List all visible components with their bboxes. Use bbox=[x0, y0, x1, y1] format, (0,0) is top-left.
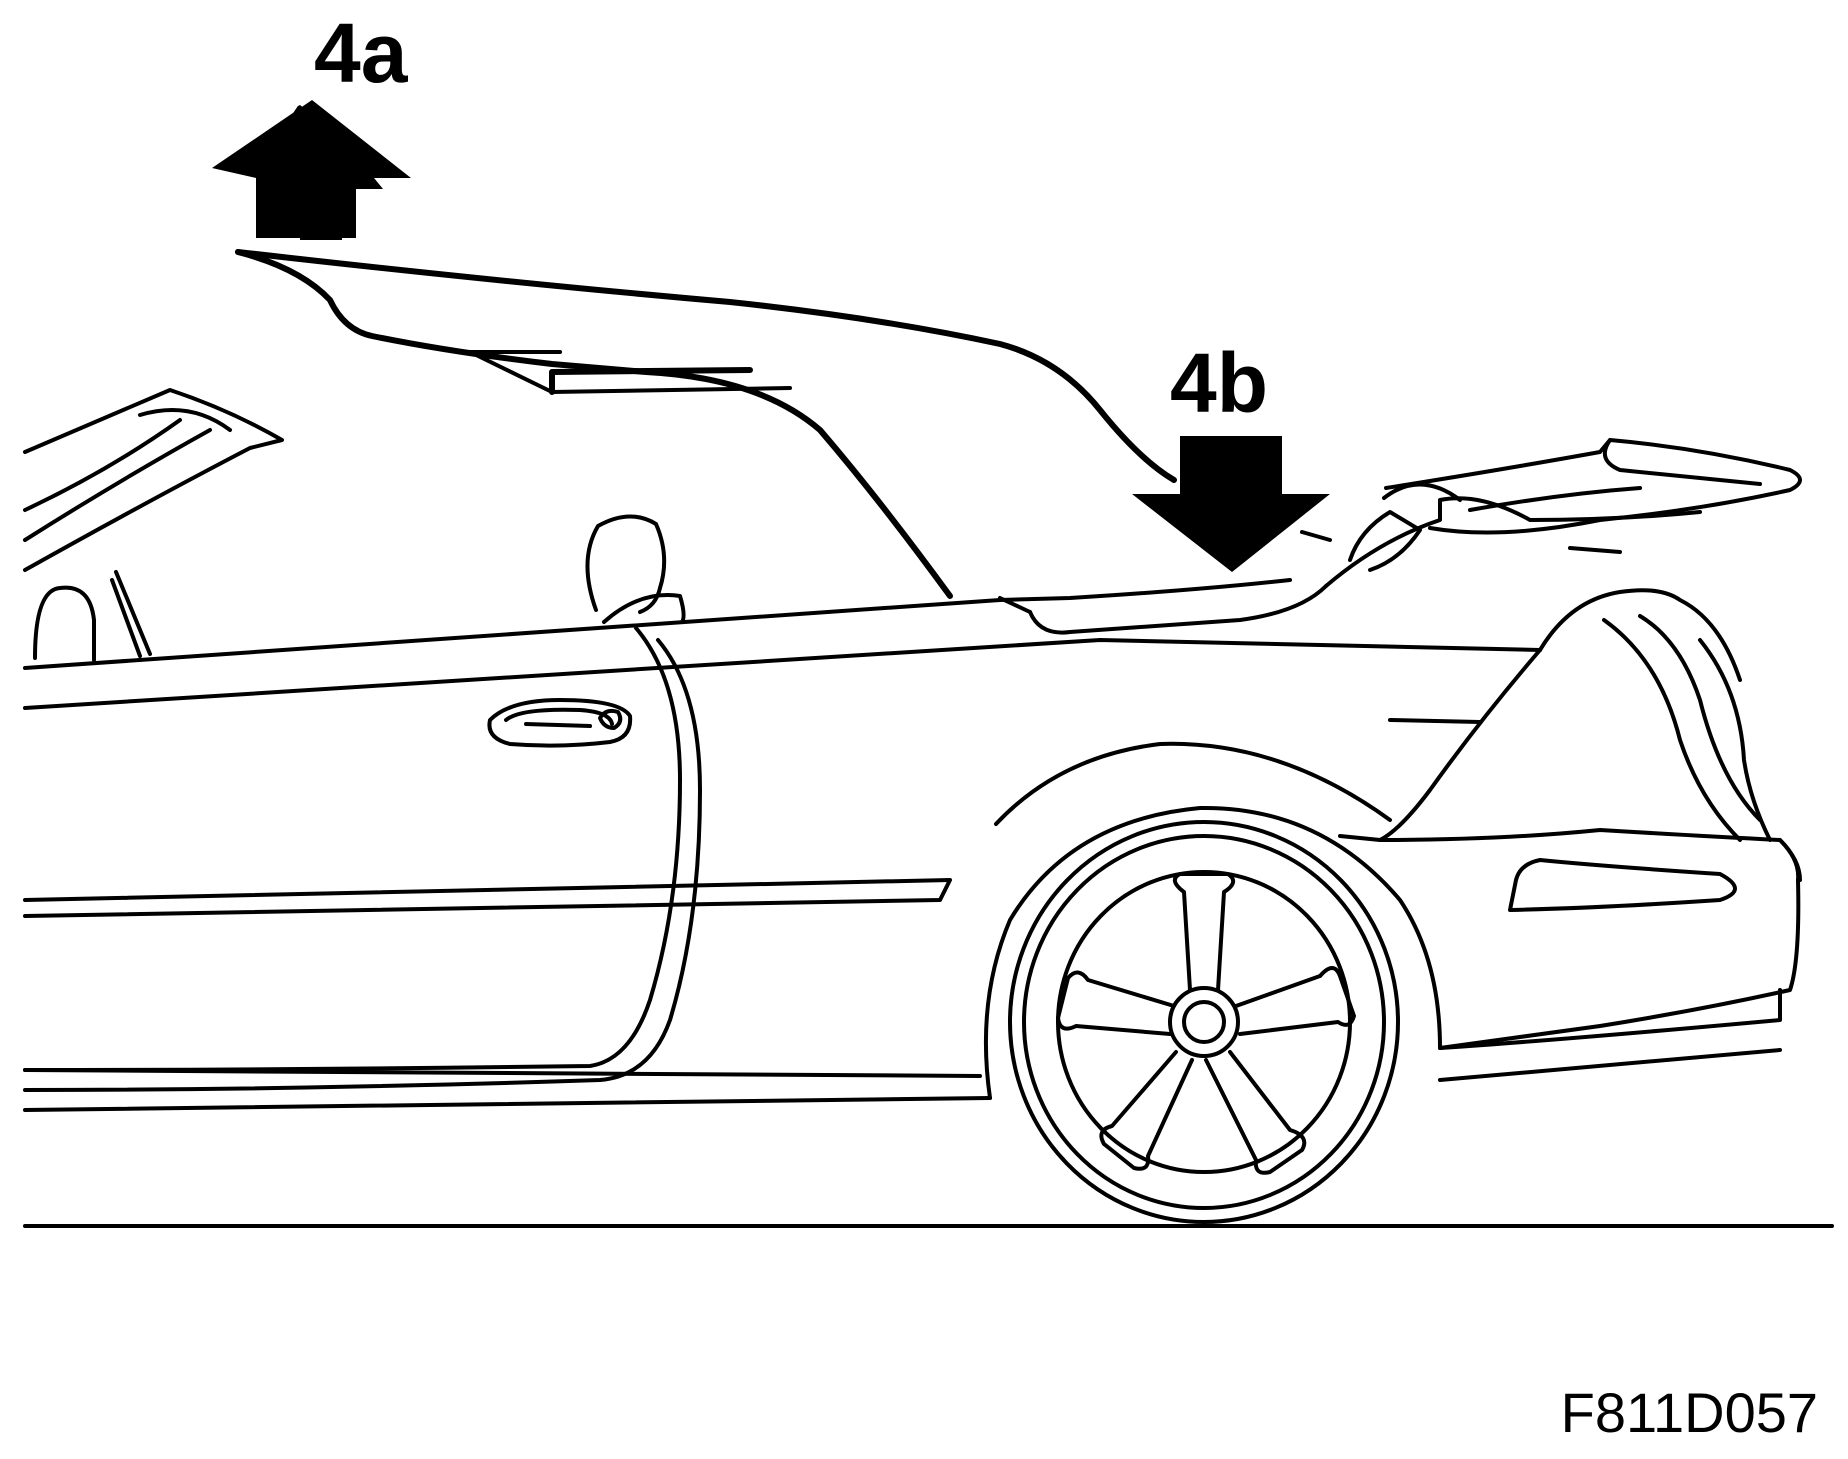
door-handle-icon bbox=[487, 698, 633, 748]
side-trim-strip bbox=[23, 878, 952, 918]
wheel-arch bbox=[23, 741, 1442, 1112]
windshield bbox=[23, 388, 284, 572]
arrow-up-icon bbox=[212, 100, 411, 240]
front-seat bbox=[33, 570, 152, 662]
rear-headrest bbox=[585, 514, 686, 624]
soft-top-panel bbox=[235, 249, 1332, 599]
figure-code: F811D057 bbox=[1561, 1381, 1818, 1444]
label-4b: 4b bbox=[1170, 336, 1268, 430]
arrow-down-icon bbox=[1132, 436, 1330, 572]
rear-wheel-icon bbox=[1008, 820, 1400, 1224]
door bbox=[23, 626, 702, 1092]
label-4a: 4a bbox=[314, 6, 409, 100]
car-body bbox=[23, 438, 1802, 1082]
